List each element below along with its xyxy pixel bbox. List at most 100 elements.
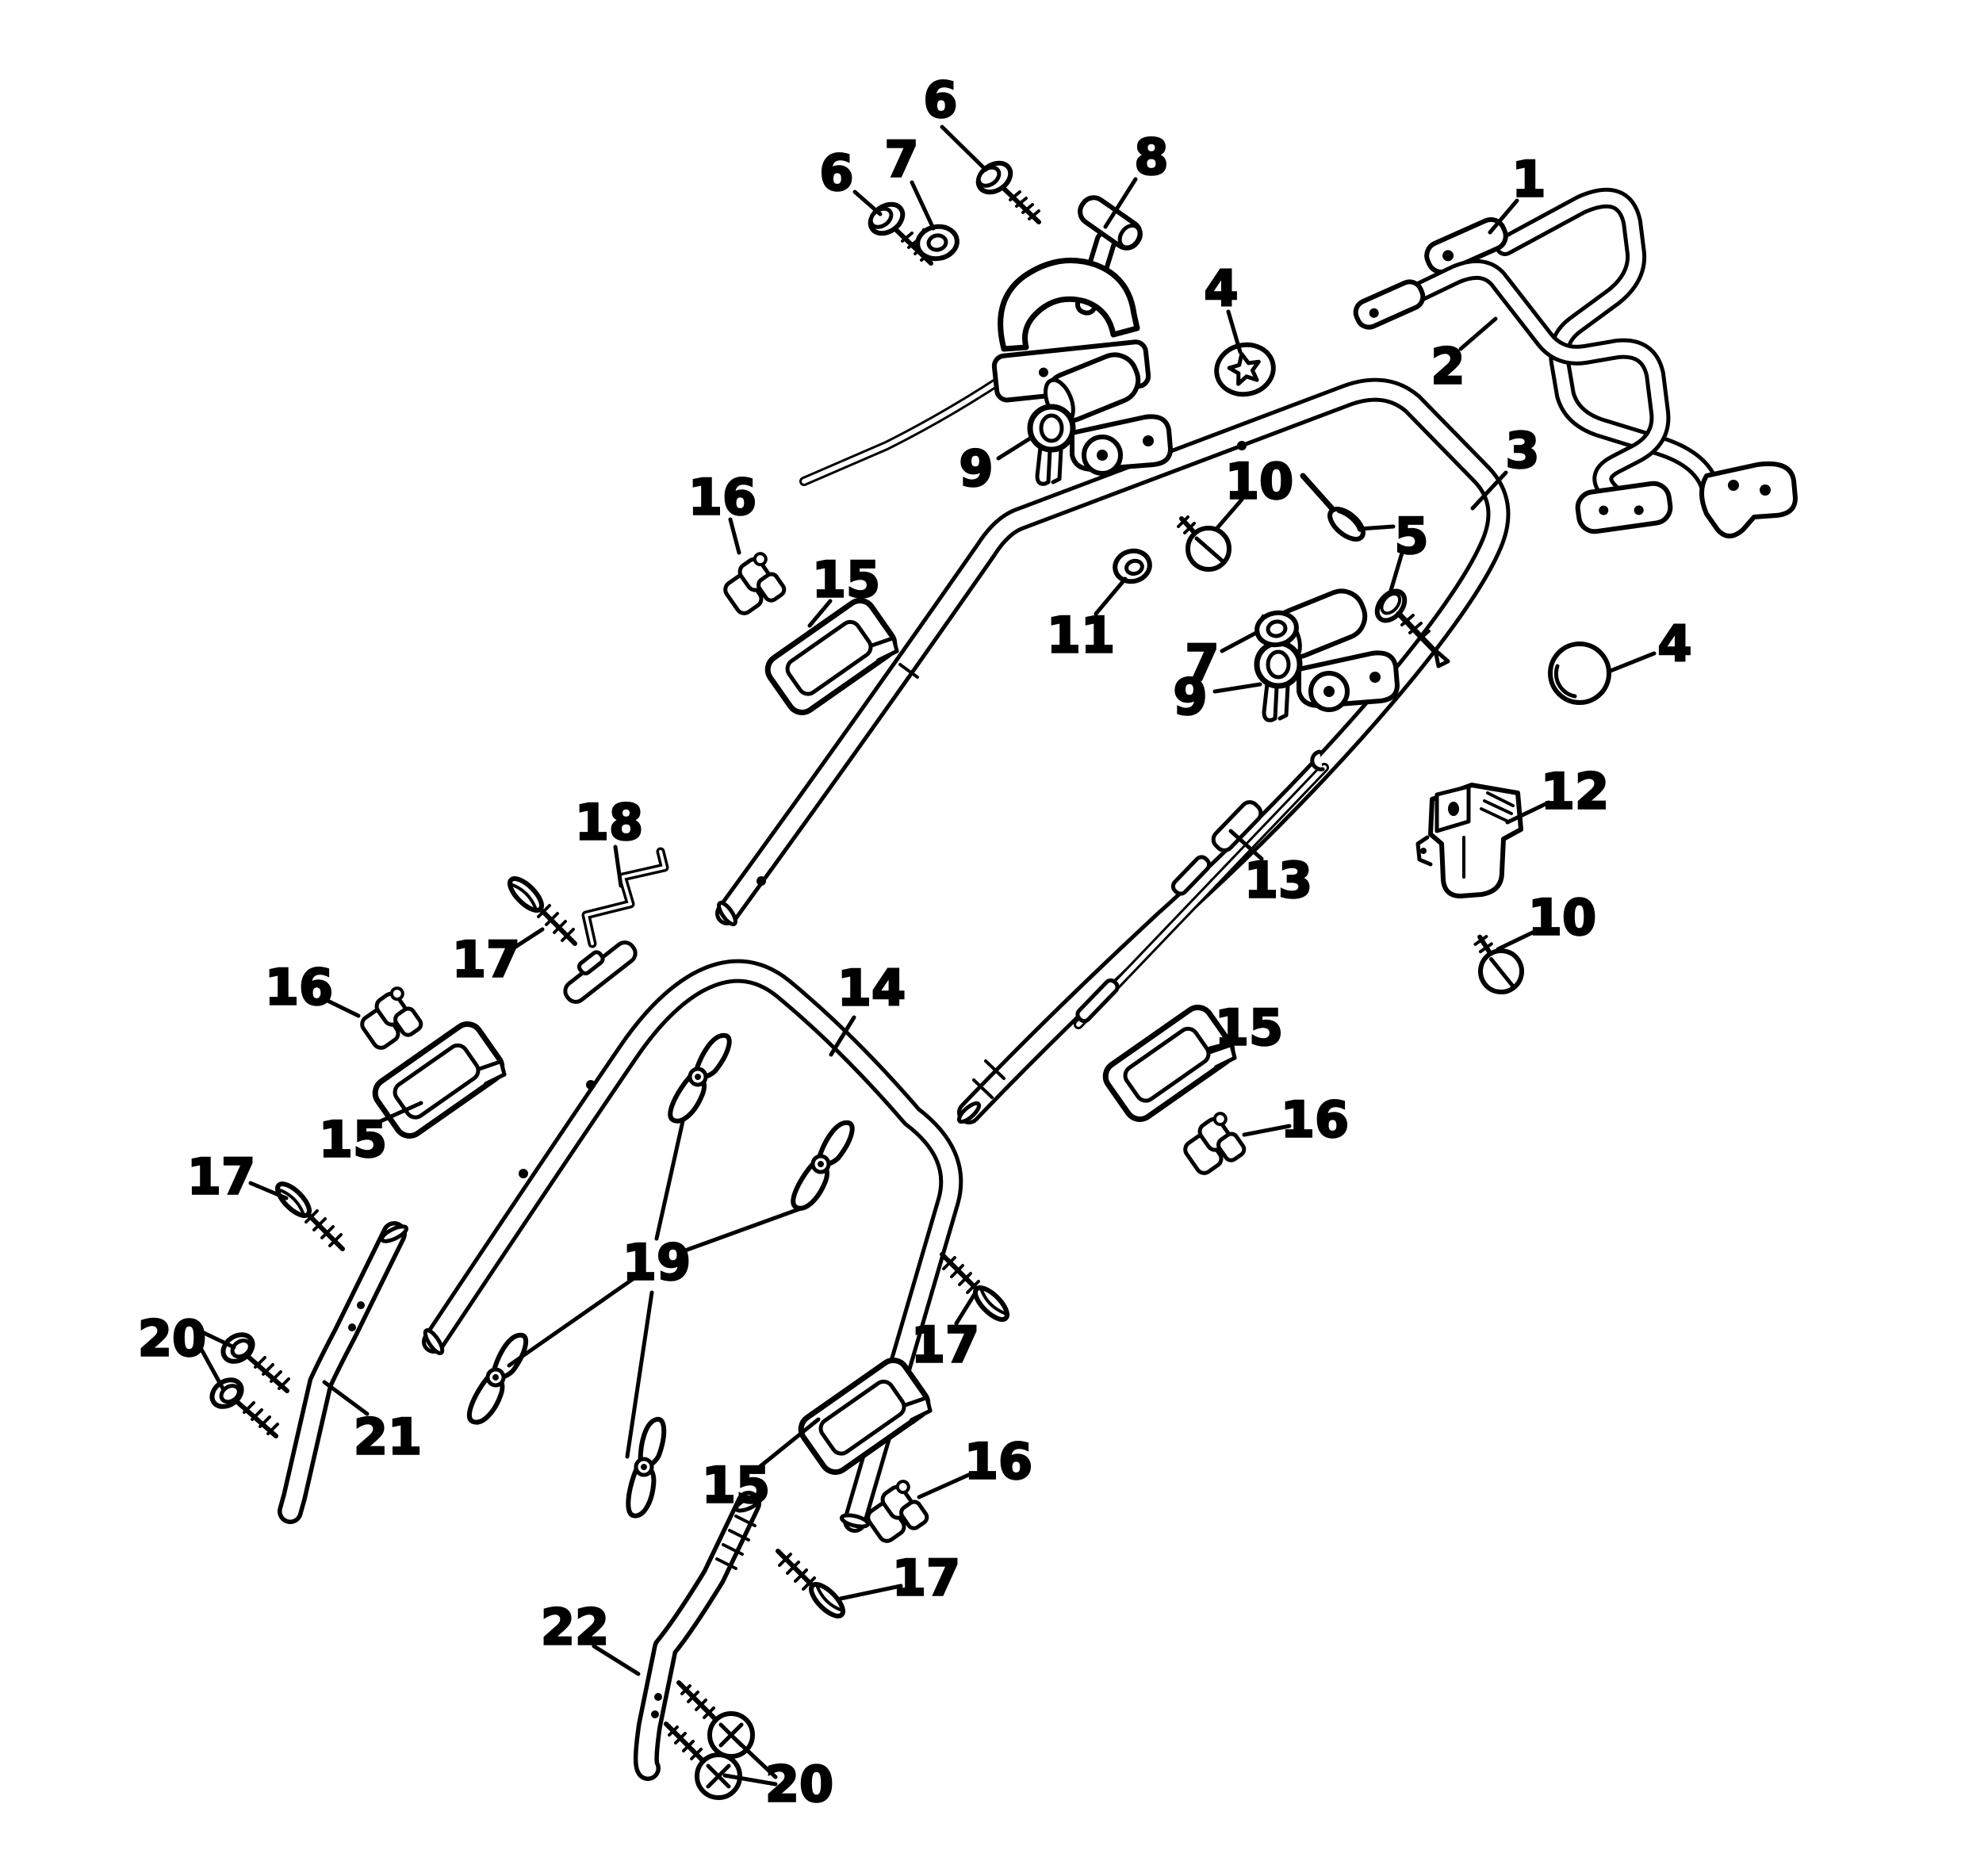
callout-label: 12 — [1541, 763, 1609, 821]
callout-part-6: 6 — [818, 143, 883, 216]
callout-part-18: 18 — [574, 792, 644, 888]
callout-leader-line — [198, 1346, 225, 1391]
callout-leader-line — [829, 1015, 856, 1057]
callout-leader-line — [1103, 177, 1138, 229]
callout-label: 6 — [923, 71, 957, 129]
callout-part-15: 15 — [1208, 998, 1284, 1058]
callout-part-1: 1 — [1488, 149, 1547, 235]
callout-part-22: 22 — [540, 1597, 641, 1676]
callout-label: 17 — [911, 1316, 979, 1374]
part-21-lower-tube-left — [278, 1221, 409, 1524]
callout-leader-line — [940, 124, 988, 172]
callout-part-10: 10 — [1496, 887, 1597, 952]
part-19-cam-lock — [619, 1419, 672, 1516]
callout-leader-line — [1242, 1124, 1292, 1137]
callout-leader-line — [1208, 1041, 1231, 1051]
callout-part-15: 15 — [807, 550, 881, 628]
part-17-knob-screw — [942, 1254, 1012, 1324]
callout-label: 10 — [1225, 453, 1293, 511]
callout-part-17: 17 — [186, 1147, 289, 1207]
callout-label: 2 — [1431, 338, 1465, 396]
callout-leader-line — [910, 180, 936, 231]
callout-leader-line — [838, 1584, 903, 1601]
part-16-clip — [1178, 1111, 1249, 1180]
part-7-flange-nut — [915, 224, 960, 262]
callout-leader-line — [1226, 309, 1243, 354]
callout-label: 17 — [452, 931, 520, 989]
bracket-mount-plate — [1575, 481, 1673, 534]
callout-label: 4 — [1657, 615, 1691, 673]
callout-leader-line — [852, 190, 883, 216]
callout-label: 16 — [964, 1433, 1032, 1491]
callout-part-7: 7 — [1184, 630, 1260, 693]
part-13-cable — [1074, 749, 1329, 1029]
callout-label: 11 — [1047, 607, 1115, 664]
callout-part-4: 4 — [1203, 259, 1243, 354]
callout-label: 3 — [1505, 422, 1539, 480]
callout-leader-line — [198, 1329, 236, 1350]
callout-part-9: 9 — [1172, 667, 1262, 727]
callout-leader-line — [1496, 927, 1542, 952]
callout-leader-line — [248, 1181, 289, 1201]
callout-part-9: 9 — [958, 435, 1035, 499]
callout-leader-line — [1220, 630, 1260, 653]
callout-part-2: 2 — [1430, 316, 1498, 396]
throttle-housing — [998, 258, 1140, 352]
part-12-cable-bracket — [1415, 783, 1523, 898]
callout-leader-line — [1212, 682, 1262, 694]
callout-part-6: 6 — [922, 70, 988, 172]
callout-label: 15 — [812, 551, 880, 609]
callout-leader-line — [683, 1206, 803, 1253]
callout-label: 16 — [1281, 1091, 1349, 1149]
callout-part-14: 14 — [829, 958, 906, 1057]
callout-label: 7 — [1185, 634, 1219, 692]
callout-part-8: 8 — [1103, 127, 1170, 229]
callout-part-19: 19 — [507, 1119, 803, 1459]
part-17-knob-screw — [273, 1179, 343, 1249]
callout-part-4: 4 — [1608, 614, 1693, 674]
callout-label: 20 — [138, 1310, 206, 1368]
callout-label: 15 — [1215, 999, 1283, 1057]
callout-label: 16 — [265, 959, 333, 1017]
callout-part-16: 16 — [1242, 1090, 1350, 1150]
callout-leader-line — [996, 435, 1035, 461]
callout-leader-line — [1505, 800, 1551, 825]
callout-label: 5 — [1394, 507, 1428, 565]
part-11-nut — [1113, 548, 1152, 584]
callout-part-13: 13 — [1228, 829, 1313, 910]
callout-part-10: 10 — [1214, 451, 1294, 531]
part-16-clip — [718, 551, 789, 620]
callout-part-12: 12 — [1505, 761, 1610, 825]
callout-label: 15 — [319, 1111, 387, 1169]
part-19-cam-lock — [668, 1028, 730, 1128]
part-14-lower-handle — [422, 959, 963, 1533]
part-10-screw — [1468, 935, 1526, 995]
callout-label: 14 — [837, 959, 906, 1017]
part-22-lower-tube-right — [633, 1491, 764, 1781]
callout-label: 17 — [187, 1148, 255, 1206]
callout-label: 9 — [1173, 668, 1207, 726]
callout-label: 9 — [959, 440, 993, 498]
callout-label: 21 — [354, 1408, 422, 1466]
callout-part-15: 15 — [318, 1101, 423, 1170]
callout-label: 6 — [819, 144, 853, 202]
callout-leader-line — [1388, 548, 1405, 596]
callout-leader-line — [728, 517, 741, 555]
part-16-clip — [355, 986, 426, 1055]
callout-leader-line — [322, 1380, 370, 1416]
part-19-cam-lock — [468, 1328, 527, 1428]
callout-part-17: 17 — [838, 1548, 961, 1608]
callout-label: 17 — [892, 1549, 960, 1607]
callout-label: 8 — [1134, 128, 1168, 186]
callout-label: 7 — [884, 131, 918, 189]
part-20-screw — [207, 1374, 278, 1436]
callout-label: 10 — [1528, 889, 1596, 947]
callout-part-3: 3 — [1470, 420, 1541, 511]
callout-leader-line — [592, 1644, 641, 1676]
callout-part-21: 21 — [322, 1380, 423, 1467]
callout-part-17: 17 — [451, 927, 545, 990]
callout-part-11: 11 — [1046, 576, 1128, 665]
callout-part-16: 16 — [264, 957, 361, 1018]
callout-leader-line — [1458, 316, 1498, 351]
callout-leader-line — [807, 599, 833, 628]
